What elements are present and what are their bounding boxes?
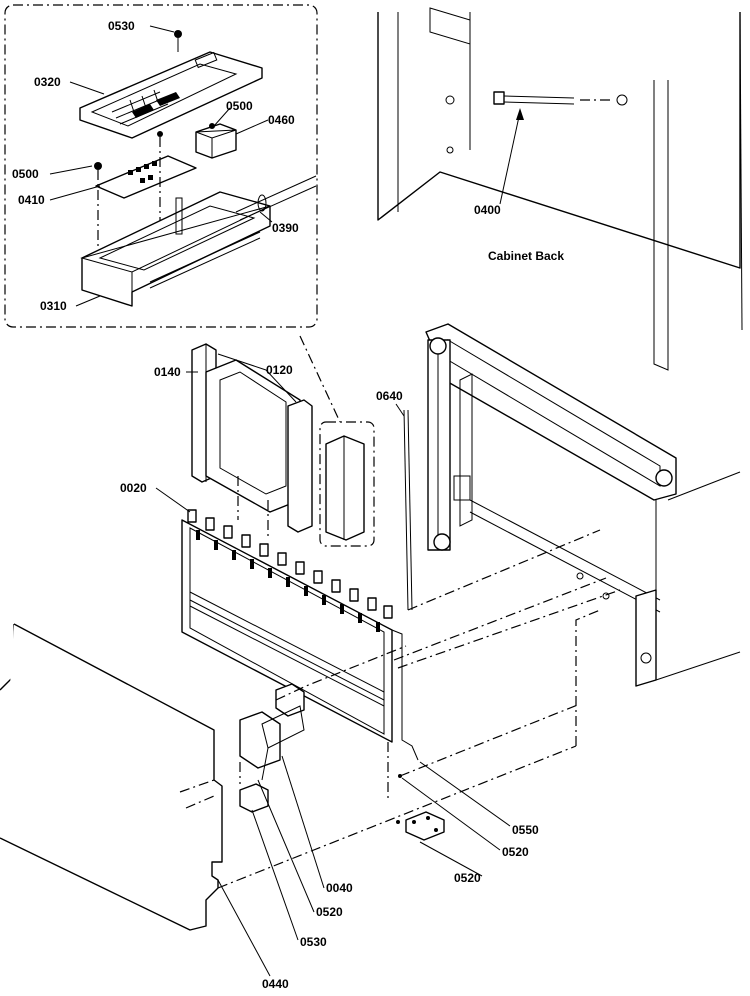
label-0550: 0550	[512, 823, 539, 837]
label-0520-right-upper: 0520	[502, 845, 529, 859]
label-0040: 0040	[326, 881, 353, 895]
part-0320-control-panel	[79, 51, 263, 139]
label-0320: 0320	[34, 75, 61, 89]
label-0530-top: 0530	[108, 19, 135, 33]
part-0520-clip	[396, 774, 445, 841]
inset-border	[4, 4, 318, 328]
part-labels: 0530 0320 0500 0460 0500 0410 0390 0310 …	[12, 19, 564, 991]
part-0460-bracket	[195, 123, 237, 159]
part-0310-housing	[80, 191, 271, 307]
part-0020-front-panel	[181, 509, 419, 761]
label-0500-top: 0500	[226, 99, 253, 113]
drawer-frame	[393, 323, 741, 687]
label-0410: 0410	[18, 193, 45, 207]
label-0020: 0020	[120, 481, 147, 495]
part-0400-rod	[493, 91, 614, 105]
part-0410-circuit-board	[94, 131, 197, 256]
detail-inset	[4, 4, 318, 328]
part-0040-bracket	[239, 683, 305, 781]
part-0390-tube	[235, 175, 317, 221]
label-0440: 0440	[262, 977, 289, 991]
label-0140: 0140	[154, 365, 181, 379]
label-0500-left: 0500	[12, 167, 39, 181]
detail-callout	[299, 335, 375, 547]
cabinet-back	[377, 7, 743, 371]
label-0390: 0390	[272, 221, 299, 235]
assembly-lines	[217, 609, 601, 889]
part-0640-rod	[403, 409, 413, 611]
label-0520-lower: 0520	[316, 905, 343, 919]
leader-lines	[49, 25, 524, 977]
label-0460: 0460	[268, 113, 295, 127]
part-0530-connector	[239, 783, 269, 813]
label-0520-right-lower: 0520	[454, 871, 481, 885]
part-0530-screw	[174, 30, 182, 52]
part-0120-insulation	[205, 359, 313, 536]
front-cover-panel	[0, 623, 223, 931]
label-0120: 0120	[266, 363, 293, 377]
caption-cabinet-back: Cabinet Back	[488, 249, 564, 263]
label-0310: 0310	[40, 299, 67, 313]
label-0640: 0640	[376, 389, 403, 403]
label-0400: 0400	[474, 203, 501, 217]
label-0530-lower: 0530	[300, 935, 327, 949]
